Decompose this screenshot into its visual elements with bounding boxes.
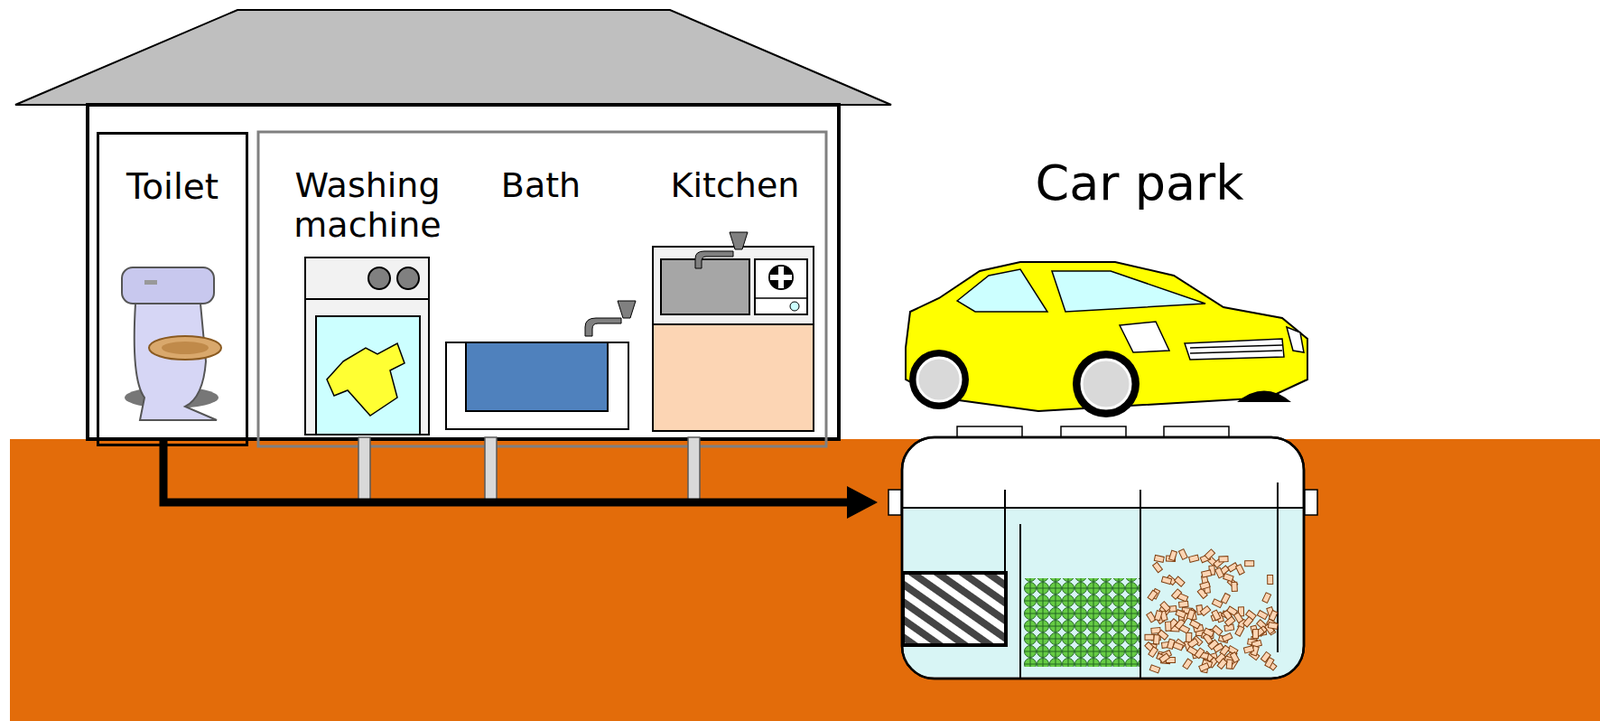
car-icon xyxy=(905,261,1308,418)
house-wall xyxy=(87,104,839,439)
appliance-label: Bath xyxy=(455,166,627,206)
room-label: Toilet xyxy=(99,167,246,208)
greywater-group-box xyxy=(258,131,827,447)
roof xyxy=(15,9,892,105)
appliance-label: Kitchen xyxy=(644,166,826,206)
washing-machine-icon xyxy=(305,257,429,435)
toilet-box: Toilet xyxy=(96,131,249,447)
drain-pipes xyxy=(163,437,878,519)
toilet-icon xyxy=(121,267,222,420)
septic-tank xyxy=(888,426,1318,679)
kitchen-icon xyxy=(652,232,814,431)
bath-icon xyxy=(446,300,636,429)
appliance-label: Washing machine xyxy=(281,166,454,245)
area-label: Car park xyxy=(986,155,1294,212)
ground xyxy=(9,438,1600,721)
